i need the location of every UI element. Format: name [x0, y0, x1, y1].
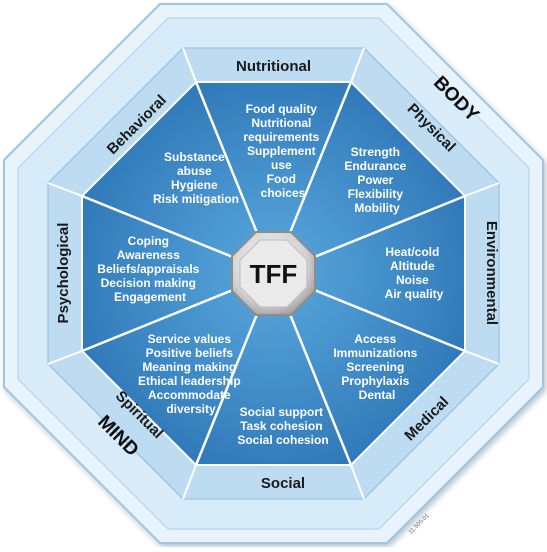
segment-medical: Access Immunizations Screening Prophylax…: [333, 332, 420, 402]
svg-text:Social support Task cohe: Social support Task cohesion Social cohe…: [237, 405, 328, 447]
item-text: use: [271, 158, 292, 172]
segment-nutritional: Food quality Nutritional requirements Su…: [243, 102, 322, 200]
segment-environmental: Heat/cold Altitude Noise Air quality: [385, 245, 444, 301]
item-text: Hygiene: [171, 178, 218, 192]
item-text: Power: [357, 173, 393, 187]
item-text: Altitude: [390, 259, 435, 273]
item-text: Air quality: [385, 287, 444, 301]
segment-social: Social support Task cohesion Social cohe…: [237, 405, 328, 447]
item-text: Mobility: [354, 201, 400, 215]
center-hub-inner: [239, 239, 308, 308]
item-text: Social support: [240, 405, 323, 419]
segment-behavioral: Substance abuse Hygiene Risk mitigation: [153, 150, 239, 206]
item-text: Ethical leadership: [138, 374, 241, 388]
item-text: Substance: [164, 150, 225, 164]
item-text: Task cohesion: [240, 419, 322, 433]
item-text: Decision making: [101, 276, 196, 290]
segment-psychological: Coping Awareness Beliefs/appraisals Deci…: [97, 234, 202, 304]
item-text: choices: [261, 186, 306, 200]
item-text: Service values: [148, 332, 232, 346]
item-text: Flexibility: [348, 187, 404, 201]
item-text: Engagement: [114, 290, 186, 304]
svg-text:Strength Endurance: Strength Endurance Power Flexibility Mob…: [344, 145, 409, 215]
svg-text:Substance abuse Hy: Substance abuse Hygiene Risk mitigation: [153, 150, 239, 206]
center-label: TFF: [250, 259, 298, 289]
item-text: Strength: [351, 145, 400, 159]
item-text: Access: [354, 332, 396, 346]
label-environmental: Environmental: [483, 221, 500, 325]
item-text: Noise: [396, 273, 429, 287]
item-text: Risk mitigation: [153, 192, 239, 206]
item-text: Food quality: [246, 102, 318, 116]
item-text: Food: [267, 172, 296, 186]
item-text: Prophylaxis: [341, 374, 409, 388]
item-text: Nutritional: [251, 116, 311, 130]
item-text: Supplement: [247, 144, 316, 158]
item-text: Dental: [359, 388, 396, 402]
svg-text:Heat/cold Altitude: Heat/cold Altitude Noise Air quality: [385, 245, 444, 301]
band-separators: [47, 47, 500, 500]
label-social: Social: [261, 475, 305, 492]
item-text: Heat/cold: [385, 245, 439, 259]
svg-text:Coping Awareness B: Coping Awareness Beliefs/appraisals Deci…: [97, 234, 202, 304]
item-text: abuse: [177, 164, 212, 178]
svg-text:Service values Positive: Service values Positive beliefs Meaning …: [138, 332, 244, 416]
item-text: Accommodate: [148, 388, 231, 402]
svg-text:Access Immunizations: Access Immunizations Screening Prophylax…: [333, 332, 420, 402]
item-text: Coping: [128, 234, 169, 248]
item-text: Endurance: [344, 159, 406, 173]
label-nutritional: Nutritional: [236, 58, 311, 75]
item-text: Awareness: [117, 248, 180, 262]
svg-text:Food quality Nutritional: Food quality Nutritional requirements Su…: [243, 102, 322, 200]
item-text: Immunizations: [333, 346, 417, 360]
item-text: Positive beliefs: [146, 346, 234, 360]
item-text: Social cohesion: [237, 433, 328, 447]
item-text: Screening: [346, 360, 404, 374]
item-text: diversity: [166, 402, 216, 416]
segment-physical: Strength Endurance Power Flexibility Mob…: [344, 145, 409, 215]
item-text: Beliefs/appraisals: [97, 262, 199, 276]
label-psychological: Psychological: [55, 223, 72, 324]
item-text: Meaning making: [142, 360, 236, 374]
segment-spiritual: Service values Positive beliefs Meaning …: [138, 332, 244, 416]
item-text: requirements: [243, 130, 319, 144]
